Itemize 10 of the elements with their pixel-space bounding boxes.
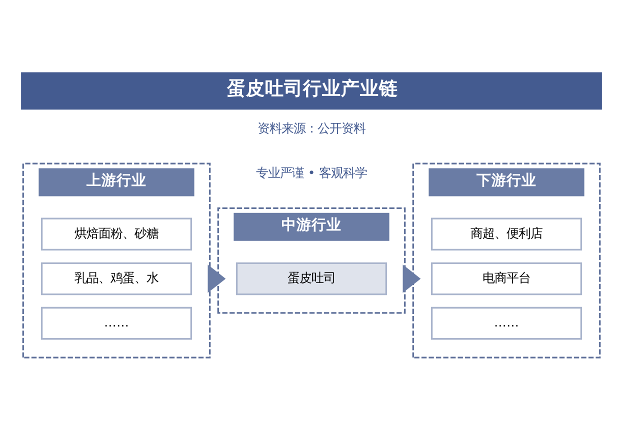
diagram-title: 蛋皮吐司行业产业链 xyxy=(226,78,398,100)
node-box: 电商平台 xyxy=(431,262,582,296)
node-box: 蛋皮吐司 xyxy=(236,262,388,296)
node-box: …… xyxy=(431,306,582,340)
node-box: …… xyxy=(40,306,192,340)
node-box: 商超、便利店 xyxy=(431,218,582,250)
node-box: 乳品、鸡蛋、水 xyxy=(40,262,192,296)
label: 资料来源：公开资料 xyxy=(258,120,366,136)
node-box: 烘焙面粉、砂糖 xyxy=(40,218,192,250)
label: 专业严谨 • 客观科学 xyxy=(256,165,368,180)
